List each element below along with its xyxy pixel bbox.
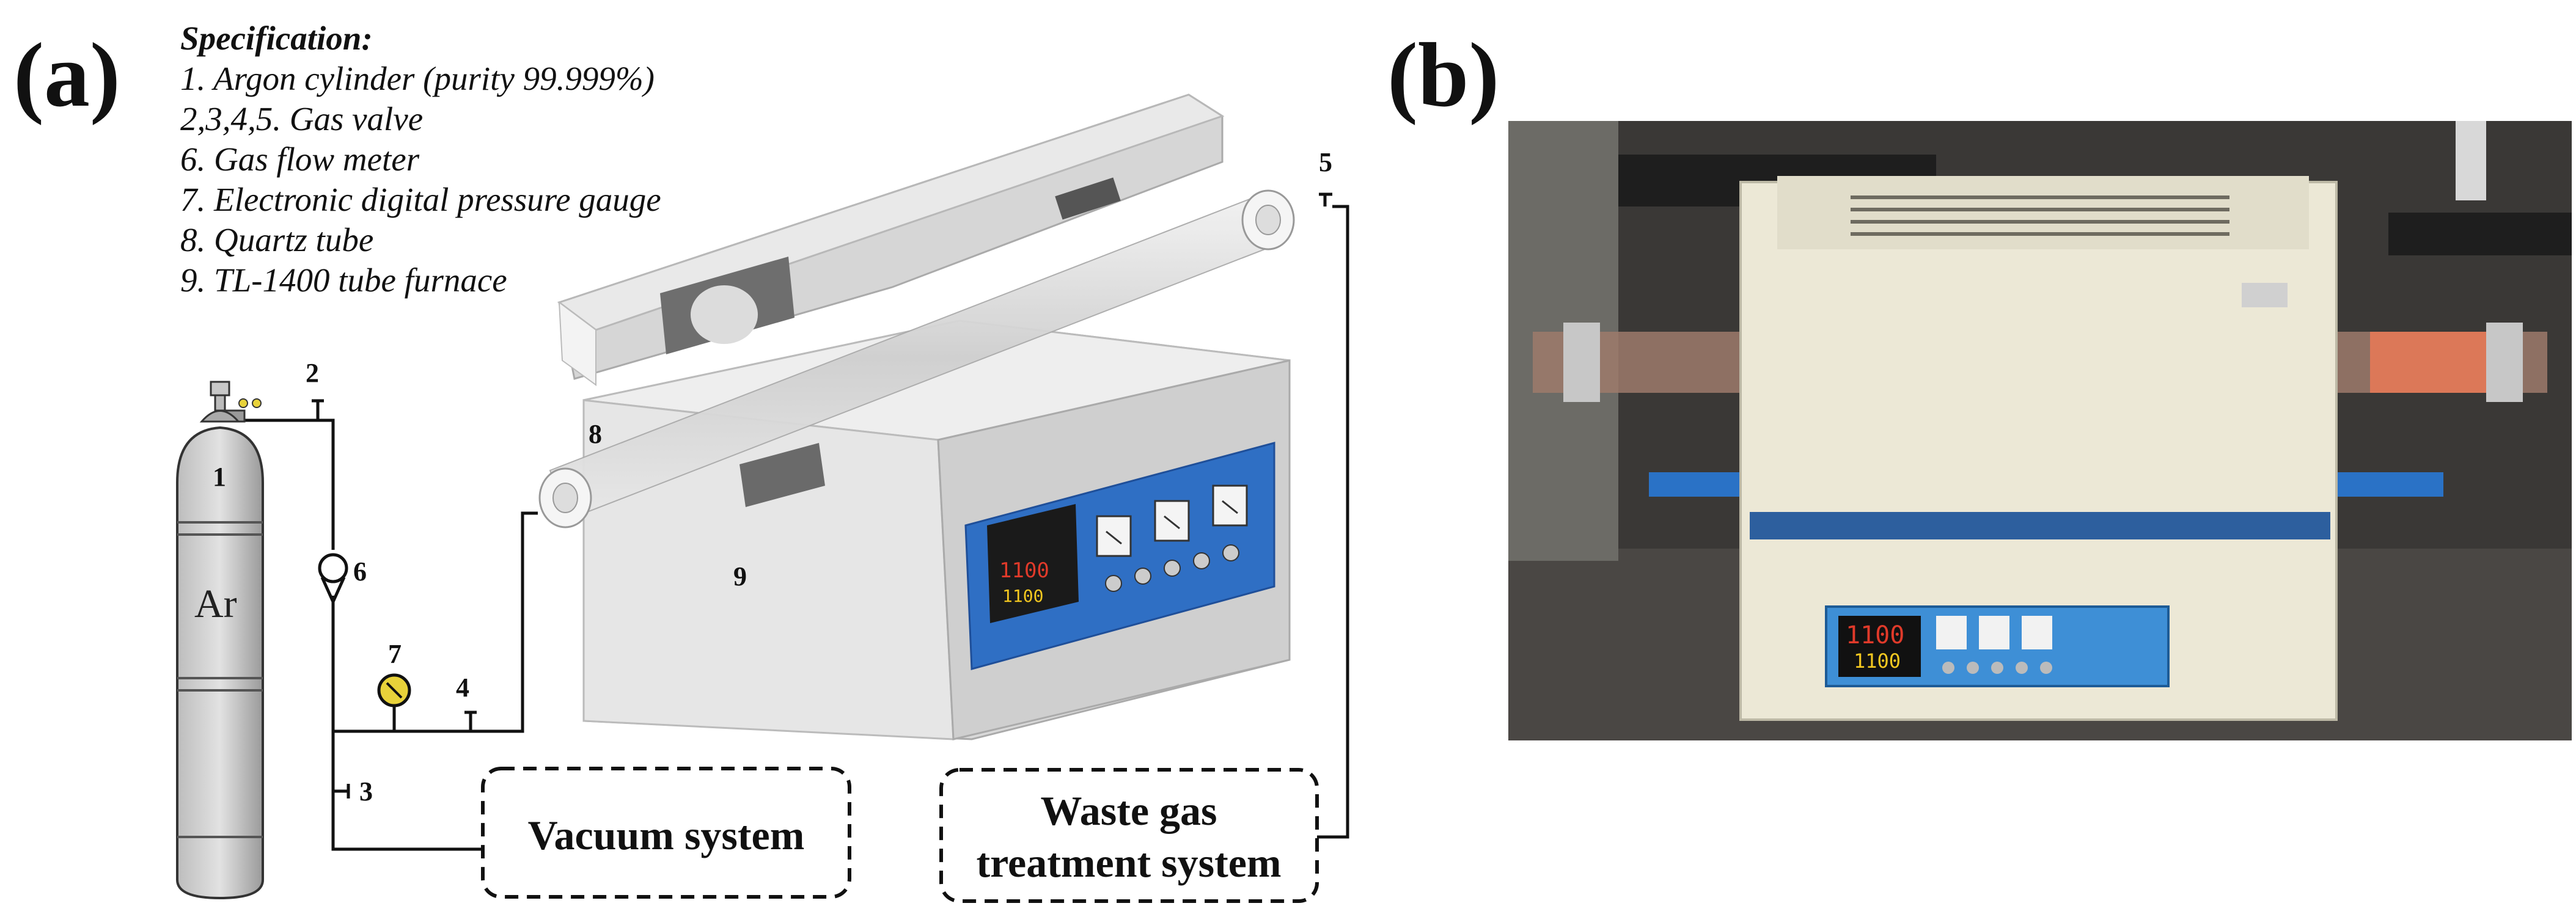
- pressure-gauge-7: [377, 673, 411, 731]
- label-3: 3: [359, 776, 373, 806]
- spec-item: 1. Argon cylinder (purity 99.999%): [180, 60, 655, 97]
- specification-title: Specification:: [180, 20, 373, 57]
- tube-furnace: 1100 1100: [538, 93, 1295, 740]
- gas-lines: [244, 205, 1349, 851]
- spec-item: 6. Gas flow meter: [180, 141, 420, 178]
- label-1: 1: [213, 462, 226, 492]
- valve-2: [312, 399, 324, 420]
- controller-display-bottom: 1100: [1002, 586, 1043, 606]
- spec-item: 7. Electronic digital pressure gauge: [180, 181, 661, 218]
- schematic-diagram: 2 3 4 5 6 7 1 Ar: [176, 93, 1349, 903]
- label-6: 6: [353, 557, 367, 586]
- cylinder-label: Ar: [194, 582, 237, 626]
- label-9: 9: [733, 561, 747, 591]
- spec-item: 9. TL-1400 tube furnace: [180, 261, 507, 299]
- label-7: 7: [388, 639, 402, 669]
- controller-display-top: 1100: [999, 558, 1049, 583]
- furnace-photo: 1100 1100: [1508, 121, 2572, 740]
- vacuum-system-label: Vacuum system: [528, 812, 805, 858]
- photo-display-top: 1100: [1846, 621, 1904, 649]
- flow-meter-6: [318, 553, 348, 606]
- valve-3: [333, 784, 350, 798]
- argon-cylinder: [176, 381, 264, 900]
- label-5: 5: [1319, 147, 1332, 177]
- waste-gas-box: [939, 768, 1319, 903]
- spec-item: 2,3,4,5. Gas valve: [180, 100, 424, 137]
- vent-slots: [1851, 195, 2229, 236]
- vacuum-system-box: [481, 767, 851, 899]
- label-4: 4: [456, 673, 469, 703]
- valve-4: [464, 711, 477, 731]
- waste-gas-label-line2: treatment system: [976, 839, 1281, 886]
- photo-display-bottom: 1100: [1854, 649, 1901, 673]
- waste-gas-label-line1: Waste gas: [1041, 787, 1217, 834]
- specification-list: Specification: 1. Argon cylinder (purity…: [180, 18, 661, 301]
- valve-5: [1319, 192, 1332, 206]
- spec-item: 8. Quartz tube: [180, 221, 374, 258]
- panel-a-label: (a): [13, 24, 120, 126]
- label-8: 8: [589, 419, 602, 449]
- label-2: 2: [306, 358, 319, 388]
- panel-b-label: (b): [1387, 24, 1500, 126]
